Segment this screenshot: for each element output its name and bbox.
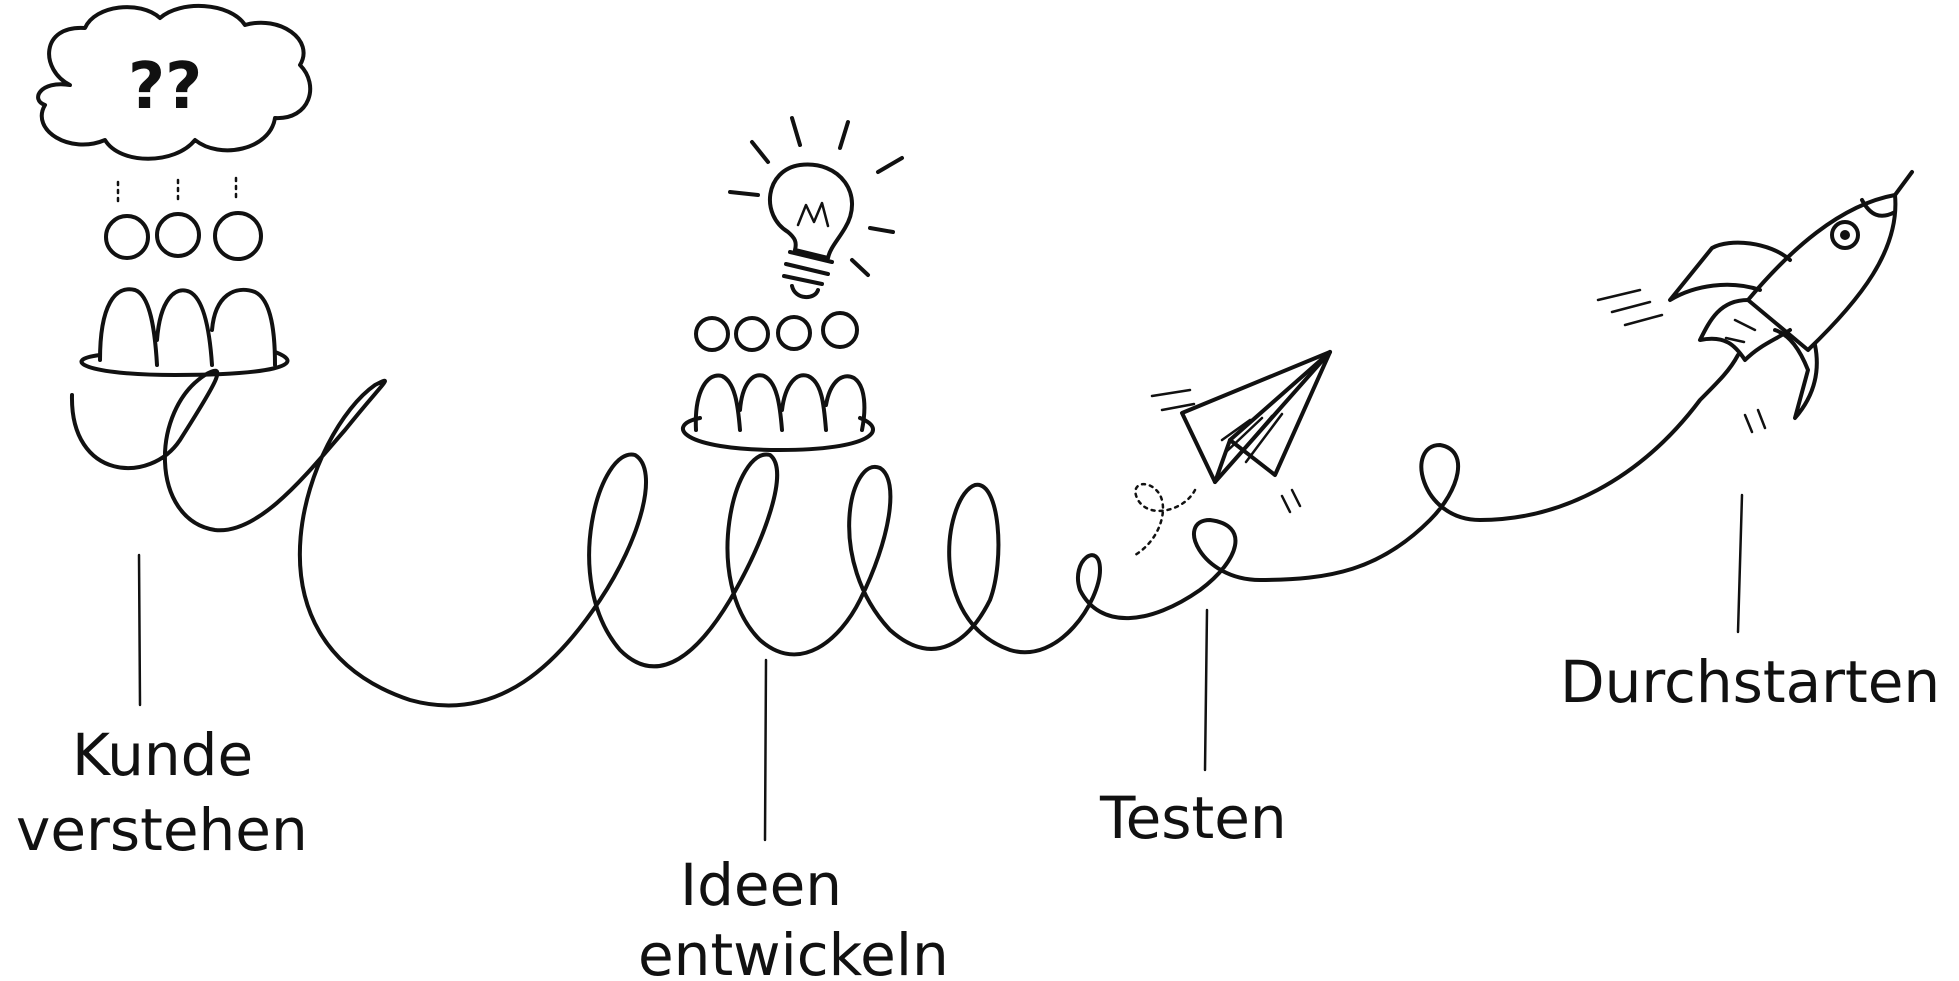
stage-kunde-verstehen: ?? Kunde verstehen: [16, 3, 313, 864]
rocket-icon: [1596, 170, 1914, 434]
paper-plane-icon: [1133, 350, 1332, 557]
person-head: [213, 211, 263, 261]
idea-team-icon: [680, 116, 904, 452]
confused-team-icon: ??: [36, 3, 313, 377]
light-bulb-icon: [728, 116, 904, 299]
person-head: [734, 316, 770, 352]
person-head: [104, 214, 150, 260]
team-bodies: [693, 373, 867, 432]
stage-label-line-1: Ideen: [680, 851, 842, 919]
stage-durchstarten: Durchstarten: [1560, 170, 1940, 716]
person-head: [694, 316, 730, 352]
table: [680, 416, 875, 452]
stage-connector: [137, 553, 142, 707]
stage-label-line-1: Testen: [1099, 784, 1287, 852]
stage-label-line-2: entwickeln: [638, 921, 949, 981]
stage-ideen-entwickeln: Ideen entwickeln: [638, 116, 949, 981]
stage-label-line-1: Kunde: [72, 721, 253, 789]
stage-label-line-2: verstehen: [16, 796, 308, 864]
thought-bubble-text: ??: [128, 50, 202, 124]
flight-trail: [1133, 483, 1197, 557]
person-head: [155, 212, 201, 258]
team-bodies: [98, 287, 277, 367]
stage-connector: [1736, 493, 1744, 634]
person-head: [776, 315, 812, 351]
person-head: [821, 311, 859, 349]
stage-testen: Testen: [1099, 350, 1332, 852]
table: [79, 350, 290, 377]
stage-connector: [763, 658, 768, 842]
journey-path: [69, 353, 1740, 708]
thought-cloud: [36, 3, 313, 161]
stage-connector: [1203, 608, 1209, 772]
stage-label-line-1: Durchstarten: [1560, 648, 1940, 716]
